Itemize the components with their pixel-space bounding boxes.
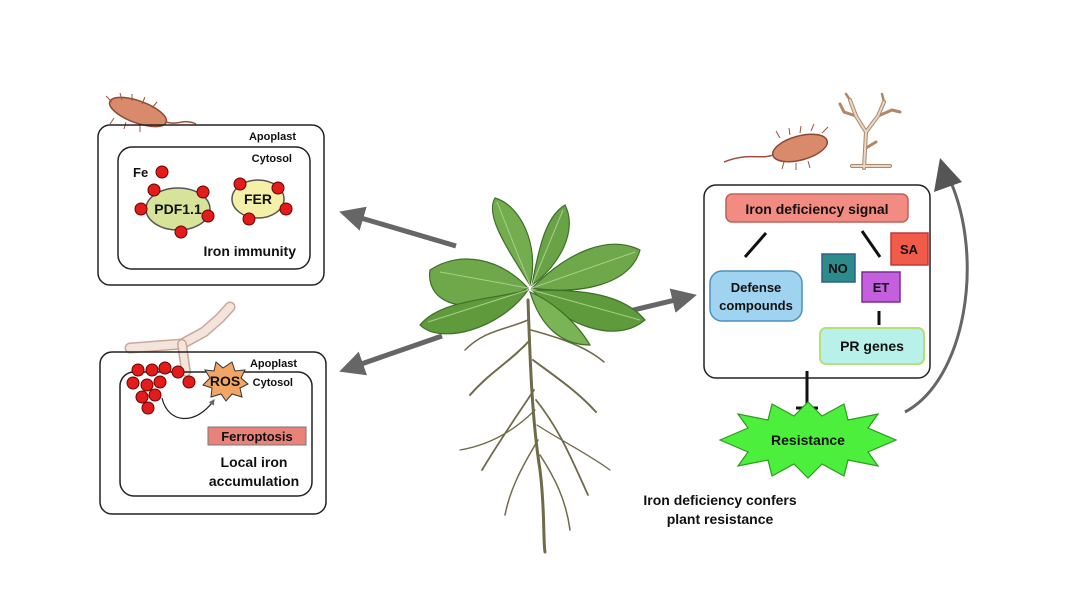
arrow-to-bottom-left xyxy=(339,333,443,376)
pr-genes-box xyxy=(819,327,925,365)
iron-immunity-caption: Iron immunity xyxy=(203,243,296,259)
arrow-to-top-left xyxy=(339,206,457,249)
resistance-label: Resistance xyxy=(771,432,845,448)
cytosol-label: Cytosol xyxy=(252,153,292,165)
ferroptosis-box xyxy=(207,426,307,446)
fer-label: FER xyxy=(244,191,272,207)
feedback-arrow xyxy=(904,179,969,414)
top-left-inner-cell xyxy=(117,146,311,270)
bacterium-icon xyxy=(723,123,829,170)
iron-dot xyxy=(141,401,155,415)
iron-dot xyxy=(148,388,162,402)
iron-dot xyxy=(271,181,285,195)
fe-label: Fe xyxy=(133,165,148,180)
et-label: ET xyxy=(873,280,890,295)
local-iron-caption-line1: Local iron xyxy=(221,454,288,470)
sa-box xyxy=(890,232,929,266)
plant-icon xyxy=(339,197,697,554)
defense-label-line1: Defense xyxy=(731,280,782,295)
ros-label: ROS xyxy=(210,373,240,389)
sa-label: SA xyxy=(900,242,919,257)
fer-protein xyxy=(231,179,285,219)
iron-dot xyxy=(153,375,167,389)
defense-compounds-box xyxy=(709,270,803,322)
feedback-arrowhead xyxy=(934,158,962,192)
iron-dot xyxy=(155,165,169,179)
iron-dot xyxy=(140,378,154,392)
iron-dot xyxy=(131,363,145,377)
local-iron-caption-line2: accumulation xyxy=(209,473,299,489)
bottom-left-outer-cell xyxy=(99,351,327,515)
iron-dot xyxy=(201,209,215,223)
ferroptosis-label: Ferroptosis xyxy=(221,429,293,444)
pdf-label: PDF1.1 xyxy=(154,201,202,217)
iron-deficiency-signal-box xyxy=(725,193,909,223)
resistance-caption-line1: Iron deficiency confers xyxy=(643,492,796,508)
iron-dot xyxy=(242,212,256,226)
iron-dot xyxy=(196,185,210,199)
iron-deficiency-signal-label: Iron deficiency signal xyxy=(745,201,888,217)
iron-dot xyxy=(171,365,185,379)
top-left-panel: Apoplast Cytosol Fe PDF1.1 FER Iron immu… xyxy=(97,92,325,286)
apoplast-label: Apoplast xyxy=(249,131,296,143)
iron-dot xyxy=(126,376,140,390)
top-left-outer-cell xyxy=(97,124,325,286)
no-label: NO xyxy=(828,261,848,276)
apoplast-label: Apoplast xyxy=(250,358,297,370)
no-box xyxy=(821,253,856,283)
fungal-hypha-icon xyxy=(124,301,236,377)
bacterium-icon xyxy=(105,92,197,132)
resistance-burst: Resistance xyxy=(718,401,898,479)
resistance-caption-line2: plant resistance xyxy=(667,511,774,527)
right-panel: Iron deficiency signal Defense compounds… xyxy=(643,92,969,527)
iron-dot xyxy=(158,361,172,375)
right-cell xyxy=(703,184,931,379)
et-box xyxy=(861,271,901,303)
iron-dot xyxy=(135,390,149,404)
iron-dot xyxy=(233,177,247,191)
cytosol-label: Cytosol xyxy=(253,377,293,389)
iron-dot xyxy=(134,202,148,216)
ros-burst: ROS xyxy=(202,361,249,402)
iron-dot xyxy=(174,225,188,239)
ros-arrow xyxy=(161,397,215,420)
pr-genes-label: PR genes xyxy=(840,338,904,354)
iron-dot xyxy=(279,202,293,216)
defense-label-line2: compounds xyxy=(719,298,793,313)
fungus-icon xyxy=(838,92,902,170)
iron-dot xyxy=(145,363,159,377)
iron-dot xyxy=(147,183,161,197)
bottom-left-panel: Apoplast Cytosol ROS Ferroptosis Local i… xyxy=(99,301,327,515)
iron-dot xyxy=(182,375,196,389)
